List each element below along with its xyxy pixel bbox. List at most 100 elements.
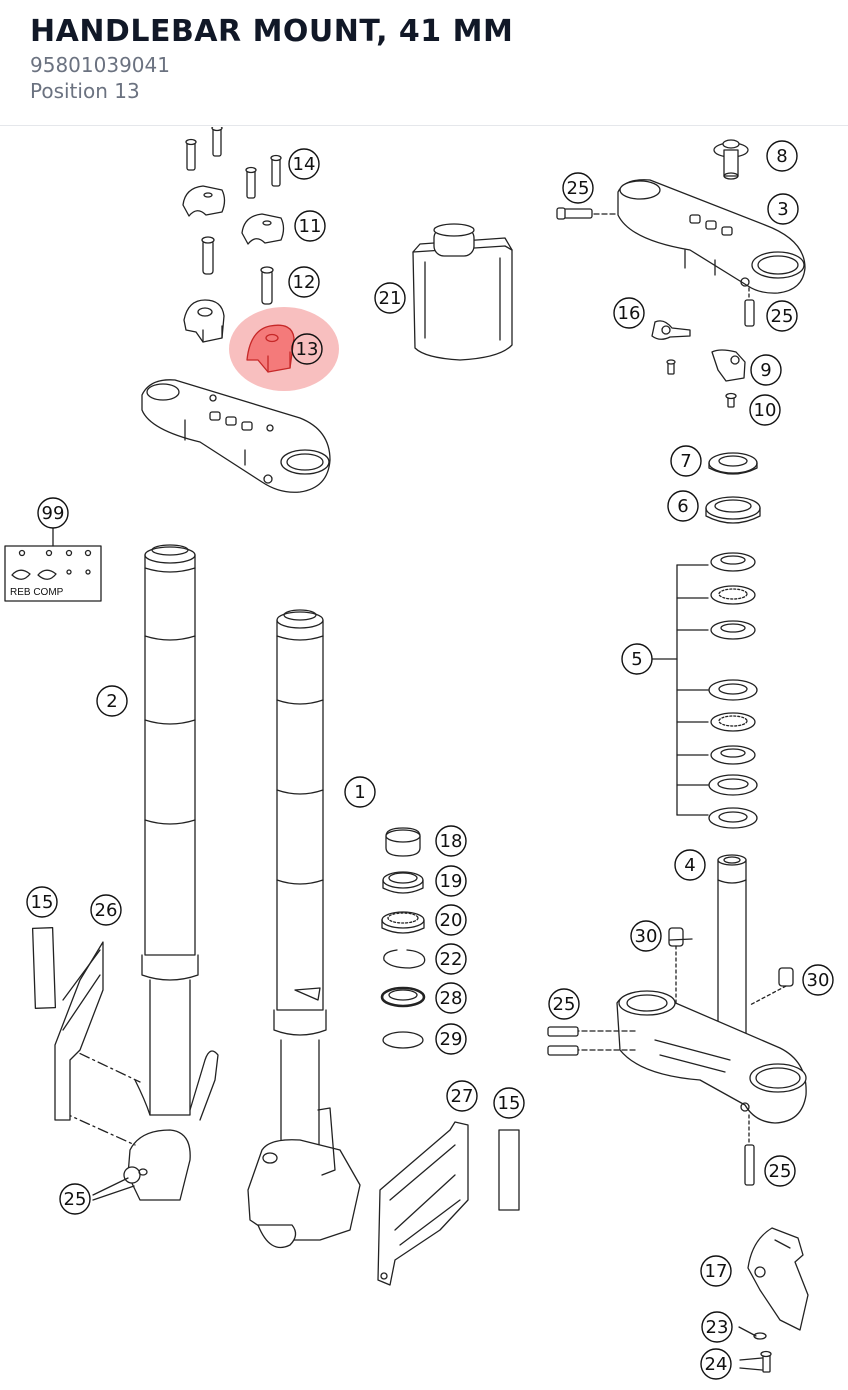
callout-17[interactable]: 17 bbox=[700, 1255, 732, 1287]
callout-circle bbox=[294, 210, 326, 242]
callout-circle bbox=[749, 394, 781, 426]
callout-label: 22 bbox=[440, 949, 463, 970]
callout-28[interactable]: 28 bbox=[435, 982, 467, 1014]
washer-23-screw-24 bbox=[753, 1332, 772, 1373]
callout-label: 21 bbox=[379, 288, 402, 309]
fork-guard-27 bbox=[377, 1121, 469, 1286]
callout-circle bbox=[26, 886, 58, 918]
callout-25[interactable]: 25 bbox=[562, 172, 594, 204]
bolts-14 bbox=[185, 127, 282, 199]
callout-20[interactable]: 20 bbox=[435, 904, 467, 936]
fork-leg-1 bbox=[247, 609, 361, 1249]
callout-label: 8 bbox=[776, 146, 787, 167]
callout-label: 25 bbox=[553, 994, 576, 1015]
callout-label: 25 bbox=[64, 1189, 87, 1210]
callout-6[interactable]: 6 bbox=[667, 490, 699, 522]
exploded-parts-diagram: REB COMP 1411121321258325169107699521181… bbox=[4, 127, 834, 1380]
fork-oil-bottle-21 bbox=[412, 223, 513, 361]
callout-label: 4 bbox=[684, 855, 695, 876]
seal-6 bbox=[705, 496, 761, 524]
callout-label: 14 bbox=[293, 154, 316, 175]
callout-circle bbox=[700, 1255, 732, 1287]
callout-group: 1411121321258325169107699521181920222829… bbox=[26, 140, 834, 1380]
callout-19[interactable]: 19 bbox=[435, 865, 467, 897]
steering-nut-8 bbox=[713, 139, 749, 180]
ring-7 bbox=[708, 452, 758, 475]
handlebar-mount-left bbox=[183, 299, 225, 343]
callout-label: 28 bbox=[440, 988, 463, 1009]
callout-26[interactable]: 26 bbox=[90, 894, 122, 926]
callout-15[interactable]: 15 bbox=[493, 1087, 525, 1119]
callout-22[interactable]: 22 bbox=[435, 943, 467, 975]
callout-circle bbox=[37, 497, 69, 529]
callout-2[interactable]: 2 bbox=[96, 685, 128, 717]
callout-10[interactable]: 10 bbox=[749, 394, 781, 426]
adjuster-kit-99 bbox=[4, 527, 102, 602]
callout-12[interactable]: 12 bbox=[288, 266, 320, 298]
callout-circle bbox=[344, 776, 376, 808]
protector-15-right bbox=[498, 1129, 520, 1211]
callout-27[interactable]: 27 bbox=[446, 1080, 478, 1112]
callout-label: 18 bbox=[440, 831, 463, 852]
callout-7[interactable]: 7 bbox=[670, 445, 702, 477]
callout-label: 2 bbox=[106, 691, 117, 712]
callout-circle bbox=[435, 1023, 467, 1055]
callout-label: 20 bbox=[440, 910, 463, 931]
callout-5[interactable]: 5 bbox=[621, 643, 653, 675]
callout-4[interactable]: 4 bbox=[674, 849, 706, 881]
callout-label: 99 bbox=[42, 503, 65, 524]
callout-label: 15 bbox=[498, 1093, 521, 1114]
callout-15[interactable]: 15 bbox=[26, 886, 58, 918]
callout-label: 3 bbox=[777, 199, 788, 220]
callout-label: 15 bbox=[31, 892, 54, 913]
callout-circle bbox=[750, 354, 782, 386]
callout-circle bbox=[613, 297, 645, 329]
upper-triple-clamp-3 bbox=[617, 179, 806, 294]
callout-14[interactable]: 14 bbox=[288, 148, 320, 180]
callout-9[interactable]: 9 bbox=[750, 354, 782, 386]
screw-10 bbox=[725, 392, 737, 408]
callout-11[interactable]: 11 bbox=[294, 210, 326, 242]
callout-label: 7 bbox=[680, 451, 691, 472]
callout-16[interactable]: 16 bbox=[613, 297, 645, 329]
callout-29[interactable]: 29 bbox=[435, 1023, 467, 1055]
handlebar-clamps-11 bbox=[182, 185, 285, 245]
callout-18[interactable]: 18 bbox=[435, 825, 467, 857]
callout-99[interactable]: 99 bbox=[37, 497, 69, 529]
callout-circle bbox=[59, 1183, 91, 1215]
kit-label: REB COMP bbox=[10, 587, 64, 598]
callout-label: 10 bbox=[754, 400, 777, 421]
callout-circle bbox=[766, 140, 798, 172]
bearing-stack-5 bbox=[651, 552, 758, 829]
callout-3[interactable]: 3 bbox=[767, 193, 799, 225]
callout-label: 25 bbox=[771, 306, 794, 327]
callout-25[interactable]: 25 bbox=[59, 1183, 91, 1215]
callout-25[interactable]: 25 bbox=[548, 988, 580, 1020]
bolts-12 bbox=[201, 236, 274, 305]
callout-30[interactable]: 30 bbox=[630, 920, 662, 952]
callout-13[interactable]: 13 bbox=[291, 333, 323, 365]
callout-label: 23 bbox=[706, 1317, 729, 1338]
callout-21[interactable]: 21 bbox=[374, 282, 406, 314]
callout-1[interactable]: 1 bbox=[344, 776, 376, 808]
callout-label: 17 bbox=[705, 1261, 728, 1282]
callout-circle bbox=[90, 894, 122, 926]
callout-circle bbox=[674, 849, 706, 881]
callout-label: 30 bbox=[807, 970, 830, 991]
callout-25[interactable]: 25 bbox=[766, 300, 798, 332]
callout-24[interactable]: 24 bbox=[700, 1348, 732, 1380]
leader-lines bbox=[92, 938, 763, 1371]
callout-circle bbox=[700, 1348, 732, 1380]
callout-circle bbox=[435, 943, 467, 975]
fork-leg-2 bbox=[61, 544, 219, 1201]
callout-23[interactable]: 23 bbox=[701, 1311, 733, 1343]
callout-25[interactable]: 25 bbox=[764, 1155, 796, 1187]
callout-circle bbox=[766, 300, 798, 332]
callout-label: 16 bbox=[618, 303, 641, 324]
upper-triple-clamp-left bbox=[141, 379, 331, 493]
callout-30[interactable]: 30 bbox=[802, 964, 834, 996]
callout-label: 12 bbox=[293, 272, 316, 293]
callout-circle bbox=[288, 266, 320, 298]
callout-8[interactable]: 8 bbox=[766, 140, 798, 172]
callout-circle bbox=[562, 172, 594, 204]
